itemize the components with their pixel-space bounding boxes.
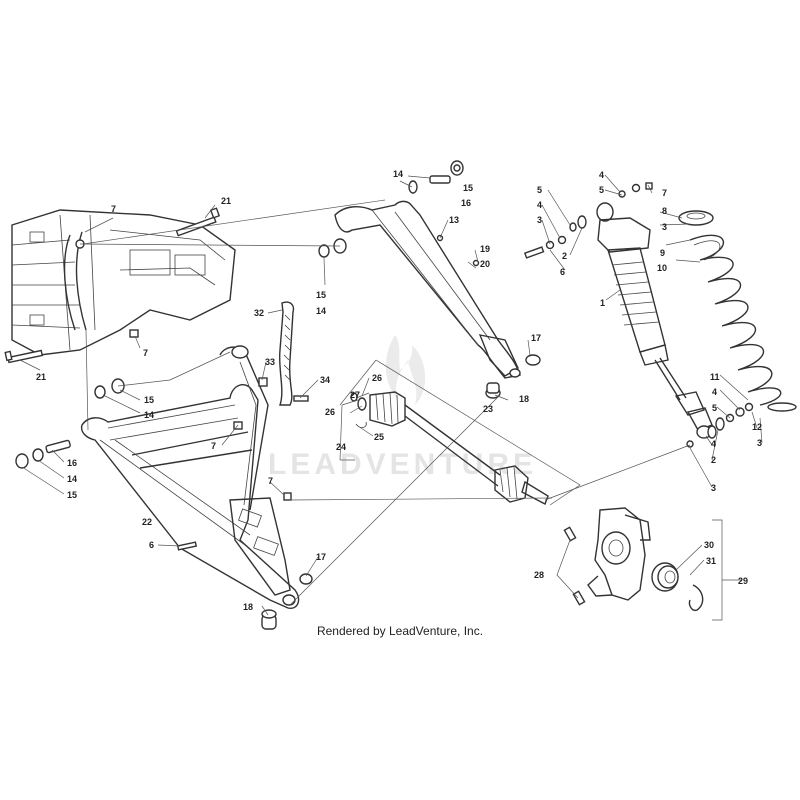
callout-27: 27 — [350, 390, 360, 400]
callout-32: 32 — [254, 308, 264, 318]
callout-6: 6 — [149, 540, 154, 550]
callout-6: 6 — [560, 267, 565, 277]
callout-18: 18 — [243, 602, 253, 612]
callout-3: 3 — [757, 438, 762, 448]
callout-7: 7 — [143, 348, 148, 358]
upper-a-arm — [334, 200, 521, 379]
steering-knuckle — [563, 507, 651, 606]
callout-20: 20 — [480, 259, 490, 269]
callout-18: 18 — [519, 394, 529, 404]
callout-14: 14 — [144, 410, 154, 420]
upper-ball-joint — [485, 354, 541, 399]
callout-3: 3 — [662, 222, 667, 232]
callout-7: 7 — [111, 204, 116, 214]
callout-22: 22 — [142, 517, 152, 527]
callout-26: 26 — [372, 373, 382, 383]
callout-30: 30 — [704, 540, 714, 550]
callout-4: 4 — [599, 170, 604, 180]
callout-24: 24 — [336, 442, 346, 452]
callout-4: 4 — [712, 387, 717, 397]
callout-16: 16 — [67, 458, 77, 468]
frame-nut — [129, 329, 139, 338]
callout-11: 11 — [710, 372, 720, 382]
callout-25: 25 — [374, 432, 384, 442]
callout-17: 17 — [316, 552, 326, 562]
callout-3: 3 — [711, 483, 716, 493]
callout-14: 14 — [67, 474, 77, 484]
callout-1: 1 — [600, 298, 605, 308]
callout-15: 15 — [144, 395, 154, 405]
callout-23: 23 — [483, 404, 493, 414]
lower-a-arm — [80, 345, 300, 609]
reference-lines — [19, 174, 763, 616]
callout-2: 2 — [562, 251, 567, 261]
callout-7: 7 — [662, 188, 667, 198]
callout-12: 12 — [752, 422, 762, 432]
watermark-text: LEADVENTURE — [268, 448, 537, 481]
frame-bolt-lower — [4, 349, 44, 364]
callout-5: 5 — [599, 185, 604, 195]
callout-labels: 21 7 21 7 14 15 16 13 19 20 15 14 17 18 … — [36, 169, 762, 612]
wheel-bearing — [651, 519, 723, 621]
callout-21: 21 — [221, 196, 231, 206]
callout-5: 5 — [537, 185, 542, 195]
callout-33: 33 — [265, 357, 275, 367]
callout-10: 10 — [657, 263, 667, 273]
callout-19: 19 — [480, 244, 490, 254]
coil-spring — [689, 234, 782, 406]
lower-ball-joint — [261, 573, 313, 630]
callout-17: 17 — [531, 333, 541, 343]
callout-4: 4 — [537, 200, 542, 210]
callout-5: 5 — [712, 403, 717, 413]
callout-15: 15 — [67, 490, 77, 500]
frame-assembly — [11, 209, 236, 356]
axle-group-bracket — [339, 359, 581, 506]
callout-7: 7 — [211, 441, 216, 451]
callout-2: 2 — [711, 455, 716, 465]
callout-28: 28 — [534, 570, 544, 580]
shock-hardware — [523, 182, 797, 448]
brake-line-bracket — [258, 301, 309, 406]
callout-26: 26 — [325, 407, 335, 417]
render-credit-caption: Rendered by LeadVenture, Inc. — [316, 624, 484, 638]
callout-13: 13 — [449, 215, 459, 225]
callout-29: 29 — [738, 576, 748, 586]
upper-arm-hardware — [318, 160, 480, 267]
callout-14: 14 — [393, 169, 403, 179]
callout-3: 3 — [537, 215, 542, 225]
callout-15: 15 — [463, 183, 473, 193]
callout-4: 4 — [711, 439, 716, 449]
frame-bolt-upper — [175, 207, 221, 237]
callout-8: 8 — [662, 206, 667, 216]
callout-21: 21 — [36, 372, 46, 382]
callout-34: 34 — [320, 375, 330, 385]
callout-15: 15 — [316, 290, 326, 300]
callout-7: 7 — [268, 476, 273, 486]
callout-31: 31 — [706, 556, 716, 566]
callout-16: 16 — [461, 198, 471, 208]
watermark-logo: LEADVENTURE — [268, 335, 537, 481]
callout-9: 9 — [660, 248, 665, 258]
callout-14: 14 — [316, 306, 326, 316]
